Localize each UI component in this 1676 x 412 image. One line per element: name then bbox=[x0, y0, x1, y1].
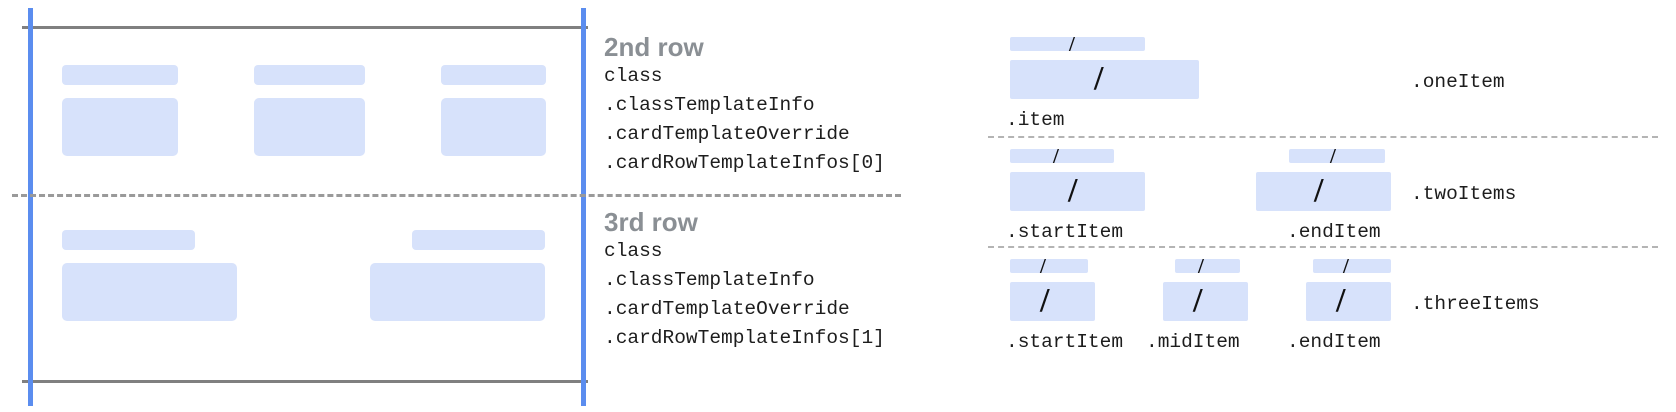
caption-code-line: .cardRowTemplateInfos[0] bbox=[604, 152, 885, 174]
caption-code-line: .classTemplateInfo bbox=[604, 269, 815, 291]
two-items-start-top-box bbox=[1010, 149, 1114, 163]
two-items-start-caption: .startItem bbox=[1006, 221, 1124, 243]
card-bottom-guide-line bbox=[22, 380, 588, 383]
card-right-guide-line bbox=[581, 8, 586, 406]
caption-code-line: class bbox=[604, 65, 663, 87]
row2-col1-label-box bbox=[62, 65, 178, 85]
row3-col2-content-box bbox=[370, 263, 545, 321]
three-items-end-main-box bbox=[1306, 282, 1391, 321]
caption-block-2nd-row: 2nd row class .classTemplateInfo .cardTe… bbox=[604, 32, 885, 178]
one-item-top-slash: / bbox=[1069, 32, 1075, 56]
row3-col2-label-box bbox=[412, 230, 545, 250]
three-items-start-main-slash: / bbox=[1040, 282, 1050, 319]
three-items-start-caption: .startItem bbox=[1006, 331, 1124, 353]
row3-col1-content-box bbox=[62, 263, 237, 321]
two-items-start-top-slash: / bbox=[1053, 144, 1059, 168]
caption-title: 3rd row bbox=[604, 207, 698, 237]
row2-col2-label-box bbox=[254, 65, 365, 85]
two-items-end-main-slash: / bbox=[1314, 172, 1324, 209]
three-items-layout-name: .threeItems bbox=[1411, 293, 1540, 315]
three-items-mid-top-slash: / bbox=[1198, 254, 1204, 278]
caption-code-line: .classTemplateInfo bbox=[604, 94, 815, 116]
three-items-end-top-slash: / bbox=[1343, 254, 1349, 278]
caption-code-line: .cardTemplateOverride bbox=[604, 123, 850, 145]
two-items-layout-name: .twoItems bbox=[1411, 183, 1517, 205]
two-items-start-main-box bbox=[1010, 172, 1145, 211]
caption-code-line: .cardRowTemplateInfos[1] bbox=[604, 327, 885, 349]
three-items-start-top-box bbox=[1010, 259, 1088, 273]
legend-divider-1 bbox=[988, 136, 1658, 138]
row2-col3-content-box bbox=[441, 98, 546, 156]
three-items-start-top-slash: / bbox=[1040, 254, 1046, 278]
caption-block-3rd-row: 3rd row class .classTemplateInfo .cardTe… bbox=[604, 207, 885, 353]
three-items-mid-caption: .midItem bbox=[1146, 331, 1240, 353]
three-items-end-main-slash: / bbox=[1336, 282, 1346, 319]
caption-code-line: .cardTemplateOverride bbox=[604, 298, 850, 320]
card-top-guide-line bbox=[22, 26, 588, 29]
one-item-slot-caption: .item bbox=[1006, 109, 1065, 131]
row2-col2-content-box bbox=[254, 98, 365, 156]
row2-col3-label-box bbox=[441, 65, 546, 85]
one-item-layout-name: .oneItem bbox=[1411, 71, 1505, 93]
two-items-end-caption: .endItem bbox=[1287, 221, 1381, 243]
two-items-end-main-box bbox=[1256, 172, 1391, 211]
three-items-end-caption: .endItem bbox=[1287, 331, 1381, 353]
caption-code-line: class bbox=[604, 240, 663, 262]
one-item-main-box bbox=[1010, 60, 1199, 99]
row-divider-dashed-line bbox=[12, 194, 901, 197]
two-items-end-top-box bbox=[1289, 149, 1385, 163]
row3-col1-label-box bbox=[62, 230, 195, 250]
three-items-start-main-box bbox=[1010, 282, 1095, 321]
legend-divider-2 bbox=[988, 246, 1658, 248]
caption-title: 2nd row bbox=[604, 32, 704, 62]
one-item-main-slash: / bbox=[1094, 60, 1104, 97]
card-left-guide-line bbox=[28, 8, 33, 406]
three-items-end-top-box bbox=[1313, 259, 1391, 273]
two-items-end-top-slash: / bbox=[1330, 144, 1336, 168]
three-items-mid-top-box bbox=[1175, 259, 1240, 273]
one-item-top-box bbox=[1010, 37, 1145, 51]
two-items-start-main-slash: / bbox=[1068, 172, 1078, 209]
three-items-mid-main-slash: / bbox=[1193, 282, 1203, 319]
three-items-mid-main-box bbox=[1163, 282, 1248, 321]
row2-col1-content-box bbox=[62, 98, 178, 156]
